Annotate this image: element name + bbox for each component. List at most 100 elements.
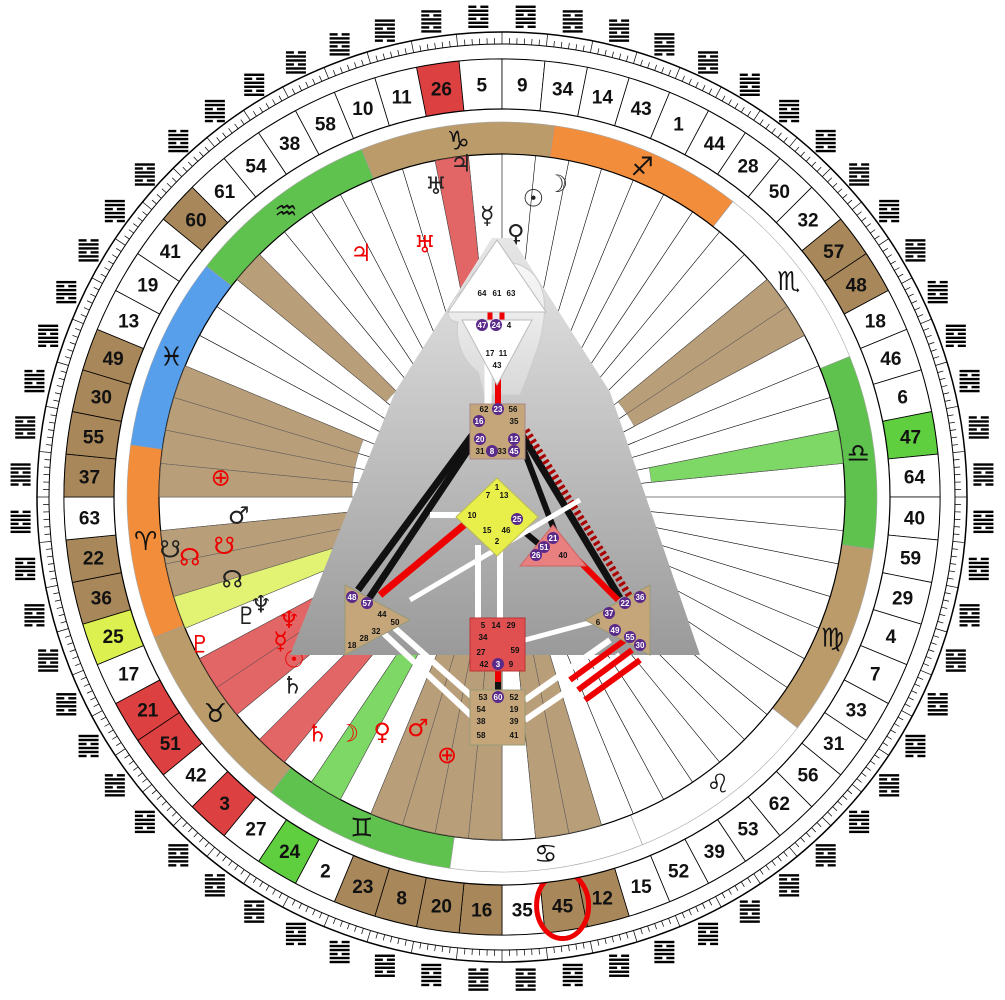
center-gate-19: 19 (510, 705, 519, 714)
hexagram-line (928, 293, 936, 295)
center-gate-18: 18 (348, 641, 357, 650)
gate-label-18: 18 (865, 311, 886, 332)
hexagram-line (861, 175, 869, 177)
center-gate-3: 3 (496, 660, 501, 669)
hexagram-line (816, 852, 824, 854)
center-gate-24: 24 (492, 321, 501, 330)
hexagram-line (828, 146, 836, 148)
hexagram-line (516, 10, 536, 12)
gate-label-33: 33 (846, 700, 867, 721)
hexagram-line (135, 831, 155, 833)
hexagram-line (621, 967, 629, 969)
hexagram-line (24, 612, 32, 614)
center-gate-27: 27 (477, 648, 486, 657)
zodiac-libra-icon: ♎ (847, 439, 870, 469)
hexagram-line (15, 416, 35, 418)
hexagram-line (946, 329, 966, 331)
hexagram-icon (168, 130, 188, 152)
hexagram-line (816, 856, 836, 858)
center-gate-57: 57 (363, 599, 372, 608)
hexagram-line (879, 782, 899, 784)
gate-label-32: 32 (797, 211, 818, 232)
hexagram-line (168, 844, 188, 846)
planet-icon: ♆ (278, 606, 300, 634)
hexagram-line (330, 53, 350, 55)
hexagram-line (981, 416, 989, 418)
hexagram-line (849, 171, 869, 173)
planet-icon: ♄ (282, 672, 304, 700)
hexagram-icon (375, 19, 395, 41)
hexagram-icon (105, 200, 125, 222)
center-gate-2: 2 (495, 537, 500, 546)
hexagram-line (779, 894, 799, 896)
hexagram-line (205, 100, 225, 102)
hexagram-line (217, 874, 225, 876)
gate-label-56: 56 (797, 765, 818, 786)
center-gate-49: 49 (611, 626, 620, 635)
hexagram-line (960, 608, 980, 610)
hexagram-line (36, 382, 44, 384)
center-gate-9: 9 (509, 660, 514, 669)
hexagram-line (79, 255, 99, 257)
zodiac-pisces-icon: ♓ (160, 343, 183, 373)
hexagram-line (11, 511, 19, 513)
zodiac-taurus-icon: ♉ (204, 699, 227, 729)
gate-label-5: 5 (476, 75, 487, 96)
hexagram-line (15, 436, 35, 438)
center-gate-52: 52 (510, 693, 519, 702)
hexagram-icon (421, 10, 441, 32)
hexagram-line (375, 959, 383, 961)
hexagram-line (38, 657, 58, 659)
hexagram-line (468, 26, 488, 28)
gate-label-21: 21 (137, 700, 159, 721)
hexagram-line (928, 297, 948, 299)
hexagram-line (180, 130, 188, 132)
center-gate-44: 44 (378, 610, 387, 619)
hexagram-line (105, 778, 125, 780)
hexagram-line (480, 6, 488, 8)
hexagram-line (960, 374, 968, 376)
hexagram-line (330, 941, 338, 943)
hexagram-line (654, 33, 674, 35)
hexagram-line (375, 39, 383, 41)
hexagram-line (905, 255, 913, 257)
hexagram-line (710, 67, 718, 69)
hexagram-line (256, 916, 264, 918)
hexagram-line (15, 578, 35, 580)
hexagram-line (905, 747, 925, 749)
hexagram-line (816, 134, 824, 136)
hexagram-line (905, 735, 925, 737)
hexagram-line (985, 471, 993, 473)
hexagram-line (15, 566, 35, 568)
hexagram-line (816, 848, 836, 850)
hexagram-line (698, 59, 718, 61)
hexagram-line (960, 612, 968, 614)
hexagram-icon (330, 941, 350, 963)
hexagram-icon (973, 511, 993, 533)
hexagram-line (56, 285, 64, 287)
hexagram-line (666, 41, 674, 43)
hexagram-line (905, 259, 925, 261)
hexagram-icon (468, 6, 488, 28)
planet-icon: ☽ (338, 720, 360, 748)
hexagram-line (609, 39, 629, 41)
hexagram-line (375, 967, 395, 969)
gate-label-3: 3 (219, 794, 230, 815)
hexagram-line (609, 23, 629, 25)
hexagram-line (969, 570, 977, 572)
hexagram-icon (905, 735, 925, 757)
hexagram-line (969, 436, 989, 438)
hexagram-line (891, 220, 899, 222)
hexagram-line (11, 471, 19, 473)
planet-icon: ☽ (546, 170, 568, 198)
gate-label-63: 63 (79, 508, 100, 529)
gate-label-19: 19 (137, 276, 158, 297)
hexagram-line (421, 984, 429, 986)
hexagram-line (879, 786, 899, 788)
hexagram-line (972, 374, 980, 376)
gate-label-40: 40 (904, 508, 925, 529)
hexagram-line (973, 531, 993, 533)
hexagram-line (205, 878, 225, 880)
hexagram-line (940, 693, 948, 695)
hexagram-icon (946, 325, 966, 347)
